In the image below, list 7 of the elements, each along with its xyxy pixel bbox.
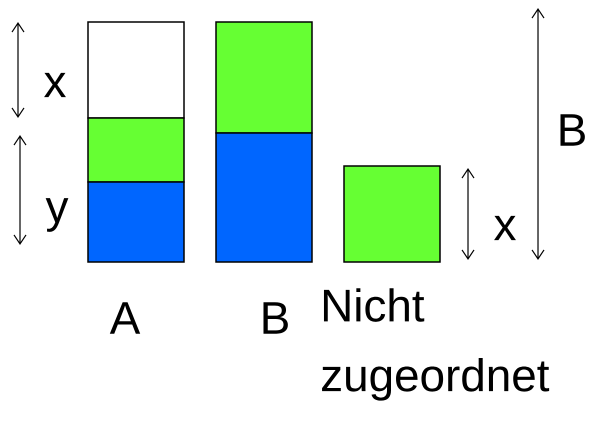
label: x: [44, 72, 66, 98]
label: x: [494, 216, 516, 240]
label: y: [46, 198, 68, 232]
label: B: [263, 302, 288, 334]
label: A: [110, 302, 140, 334]
label: Nicht zugeordnet: [322, 288, 550, 401]
label: B: [560, 114, 585, 146]
